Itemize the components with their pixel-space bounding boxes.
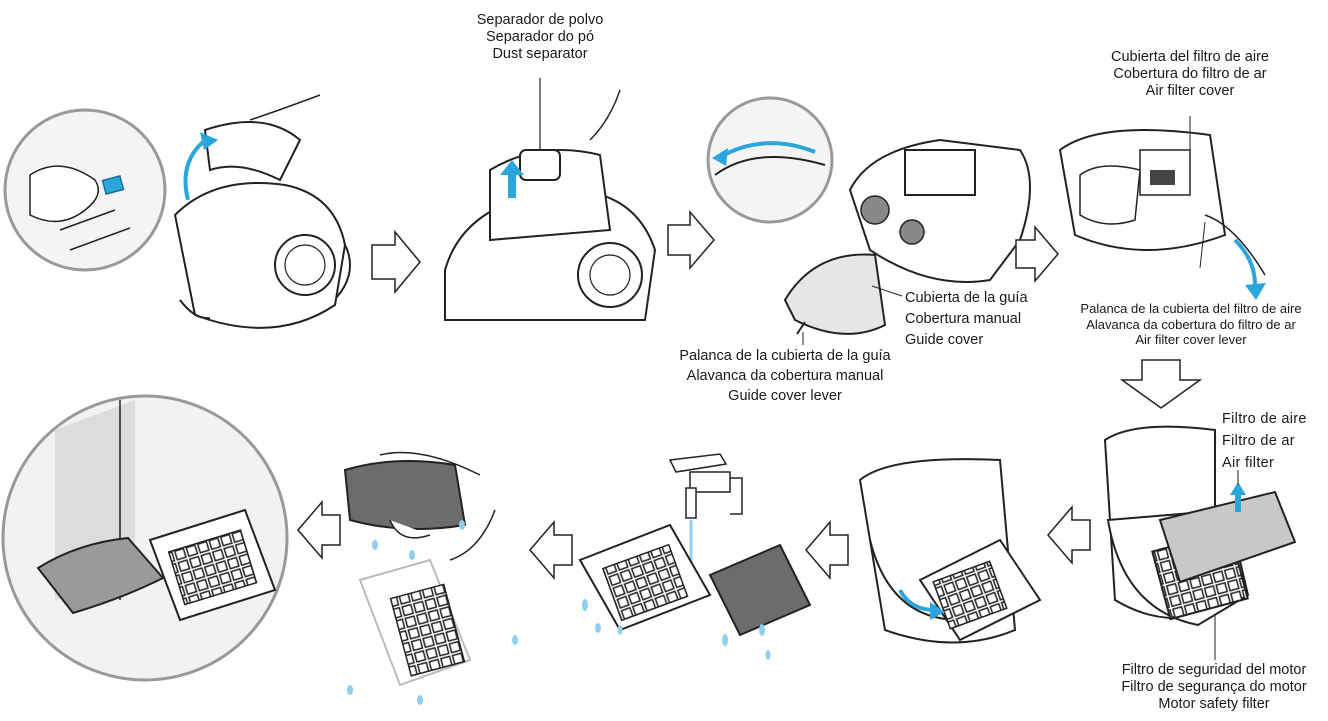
air-filter-cover-es: Cubierta del filtro de aire [1085, 49, 1295, 66]
step7-wash-illustration [580, 454, 810, 660]
hollow-arrow-down-icon [1122, 360, 1200, 408]
motor-safety-filter-label: Filtro de seguridad del motor Filtro de … [1102, 662, 1326, 713]
air-filter-label: Filtro de aire Filtro de ar Air filter [1222, 408, 1322, 474]
air-filter-cover-lever-label: Palanca de la cubierta del filtro de air… [1060, 301, 1322, 348]
air-filter-es: Filtro de aire [1222, 408, 1322, 430]
dust-separator-en: Dust separator [455, 46, 625, 63]
motor-safety-filter-es: Filtro de seguridad del motor [1102, 662, 1326, 679]
guide-cover-lever-en: Guide cover lever [660, 386, 910, 406]
air-filter-cover-en: Air filter cover [1085, 83, 1295, 100]
hollow-arrow-right-icon [372, 232, 420, 292]
motor-safety-filter-en: Motor safety filter [1102, 696, 1326, 713]
hollow-arrow-left-icon [1048, 507, 1090, 563]
step6-motor-filter-illustration [860, 459, 1040, 642]
guide-cover-pt: Cobertura manual [905, 309, 1075, 330]
step1-vacuum-illustration [5, 95, 350, 328]
step4-air-filter-cover-illustration [1060, 116, 1266, 300]
motor-safety-filter-pt: Filtro de segurança do motor [1102, 679, 1326, 696]
guide-cover-lever-es: Palanca de la cubierta de la guía [660, 346, 910, 366]
water-tap-icon [670, 454, 726, 472]
air-filter-cover-pt: Cobertura do filtro de ar [1085, 66, 1295, 83]
hollow-arrow-right-icon [668, 212, 714, 268]
air-filter-cover-lever-es: Palanca de la cubierta del filtro de air… [1060, 301, 1322, 317]
guide-cover-en: Guide cover [905, 330, 1075, 351]
dust-separator-pt: Separador do pó [455, 29, 625, 46]
step9-reassembled-illustration [3, 396, 287, 680]
air-filter-en: Air filter [1222, 452, 1322, 474]
guide-cover-es: Cubierta de la guía [905, 288, 1075, 309]
guide-cover-lever-label: Palanca de la cubierta de la guía Alavan… [660, 346, 910, 406]
lift-arrow-icon [508, 172, 516, 198]
guide-cover-shape [785, 255, 885, 334]
guide-cover-lever-pt: Alavanca da cobertura manual [660, 366, 910, 386]
air-filter-cover-lever-en: Air filter cover lever [1060, 332, 1322, 348]
step8-dry-illustration [345, 453, 518, 706]
air-filter-cover-label: Cubierta del filtro de aire Cobertura do… [1085, 49, 1295, 100]
guide-cover-label: Cubierta de la guía Cobertura manual Gui… [905, 288, 1075, 351]
hollow-arrow-left-icon [530, 522, 572, 578]
hollow-arrow-left-icon [298, 502, 340, 558]
dust-separator-es: Separador de polvo [455, 12, 625, 29]
air-filter-pt: Filtro de ar [1222, 430, 1322, 452]
air-filter-cover-lever-pt: Alavanca da cobertura do filtro de ar [1060, 317, 1322, 333]
dust-separator-label: Separador de polvo Separador do pó Dust … [455, 12, 625, 63]
step2-dust-separator-illustration [445, 78, 655, 320]
hollow-arrow-left-icon [806, 522, 848, 578]
